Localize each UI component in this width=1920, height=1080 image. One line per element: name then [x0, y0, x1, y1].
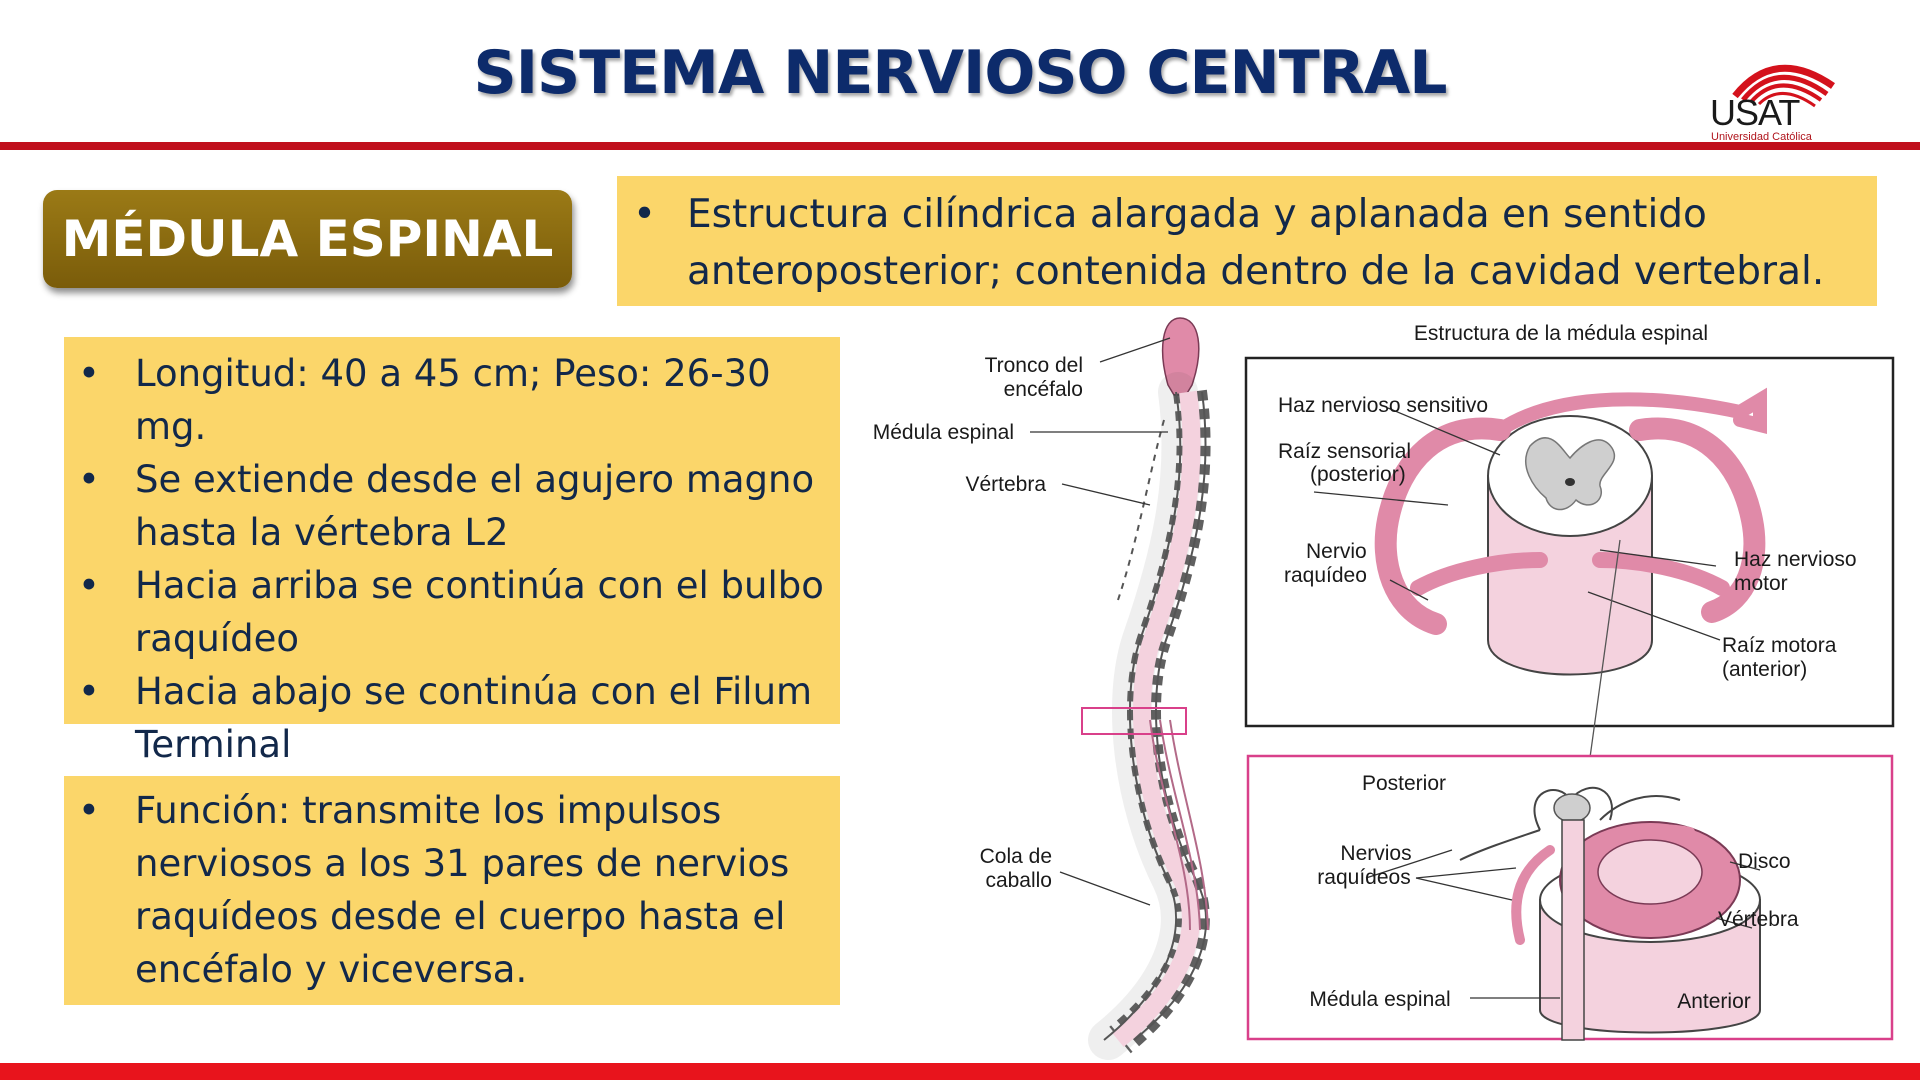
- bullet: •: [633, 192, 657, 237]
- label-vertebra-detail: Vértebra: [1718, 908, 1799, 931]
- logo-text: USAT: [1710, 92, 1800, 133]
- label-raiz-sensorial: Raíz sensorial: [1278, 440, 1411, 463]
- label-medula-detail: Médula espinal: [1309, 988, 1450, 1011]
- label-anterior: Anterior: [1677, 990, 1751, 1013]
- label-raiz-motora: (anterior): [1722, 658, 1807, 681]
- label-tronco: encéfalo: [1004, 378, 1083, 401]
- label-haz-motor: motor: [1734, 572, 1788, 595]
- list-item: • Longitud: 40 a 45 cm; Peso: 26-30 mg.: [64, 347, 830, 453]
- label-nervios: raquídeos: [1317, 866, 1410, 889]
- property-text: Longitud: 40 a 45 cm; Peso: 26-30 mg.: [135, 352, 771, 448]
- function-box: • Función: transmite los impulsos nervio…: [64, 776, 840, 1005]
- property-text: hasta la vértebra L2: [135, 511, 509, 554]
- section-badge: MÉDULA ESPINAL: [43, 190, 572, 288]
- list-item: • Se extiende desde el agujero magno has…: [64, 453, 830, 559]
- function-line: encéfalo y viceversa.: [135, 948, 528, 991]
- property-text: Terminal: [135, 723, 292, 766]
- property-text: Hacia arriba se continúa con el bulbo: [135, 564, 824, 607]
- label-medula: Médula espinal: [873, 421, 1014, 444]
- function-line: raquídeos desde el cuerpo hasta el: [135, 895, 786, 938]
- label-haz-motor: Haz nervioso: [1734, 548, 1857, 571]
- list-item: • Hacia abajo se continúa con el Filum T…: [64, 665, 830, 771]
- function-line: Función: transmite los impulsos: [135, 789, 722, 832]
- properties-box: • Longitud: 40 a 45 cm; Peso: 26-30 mg. …: [64, 337, 840, 766]
- structure-title: Estructura de la médula espinal: [1414, 322, 1708, 345]
- property-text: Hacia abajo se continúa con el Filum: [135, 670, 813, 713]
- label-nervio: raquídeo: [1284, 564, 1367, 587]
- logo-subtitle: Universidad Católica: [1711, 131, 1812, 143]
- label-vertebra: Vértebra: [965, 473, 1046, 496]
- definition-line-1: Estructura cilíndrica alargada y aplanad…: [687, 192, 1707, 237]
- label-tronco: Tronco del: [985, 354, 1083, 377]
- label-raiz-sensorial: (posterior): [1310, 463, 1406, 486]
- spine-diagram: [1030, 317, 1211, 1060]
- bullet: •: [78, 352, 100, 395]
- definition-item: • Estructura cilíndrica alargada y aplan…: [617, 186, 1877, 300]
- label-posterior: Posterior: [1362, 772, 1446, 795]
- vertebra-detail: [1365, 787, 1761, 1041]
- usat-logo-icon: [1732, 64, 1835, 108]
- label-nervios: Nervios: [1340, 842, 1411, 865]
- property-text: Se extiende desde el agujero magno: [135, 458, 815, 501]
- bullet: •: [78, 670, 100, 713]
- bullet: •: [78, 564, 100, 607]
- bullet: •: [78, 789, 100, 832]
- definition-box: • Estructura cilíndrica alargada y aplan…: [617, 176, 1877, 306]
- label-raiz-motora: Raíz motora: [1722, 634, 1837, 657]
- page-title: SISTEMA NERVIOSO CENTRAL: [473, 38, 1447, 108]
- header-divider: [0, 142, 1920, 150]
- definition-line-2: anteroposterior; contenida dentro de la …: [687, 249, 1825, 294]
- function-line: nerviosos a los 31 pares de nervios: [135, 842, 790, 885]
- label-disco: Disco: [1738, 850, 1791, 873]
- property-text: raquídeo: [135, 617, 299, 660]
- bullet: •: [78, 458, 100, 501]
- cord-cross-section: [1313, 387, 1767, 676]
- list-item: • Función: transmite los impulsos nervio…: [64, 784, 830, 996]
- spinal-cord-illustration: Tronco del encéfalo Médula espinal Vérte…: [873, 317, 1895, 1060]
- list-item: • Hacia arriba se continúa con el bulbo …: [64, 559, 830, 665]
- label-cola: Cola de: [980, 845, 1052, 868]
- label-nervio: Nervio: [1306, 540, 1367, 563]
- footer-bar: [0, 1063, 1920, 1080]
- label-cola: caballo: [985, 869, 1052, 892]
- label-haz-sensitivo: Haz nervioso sensitivo: [1278, 394, 1488, 417]
